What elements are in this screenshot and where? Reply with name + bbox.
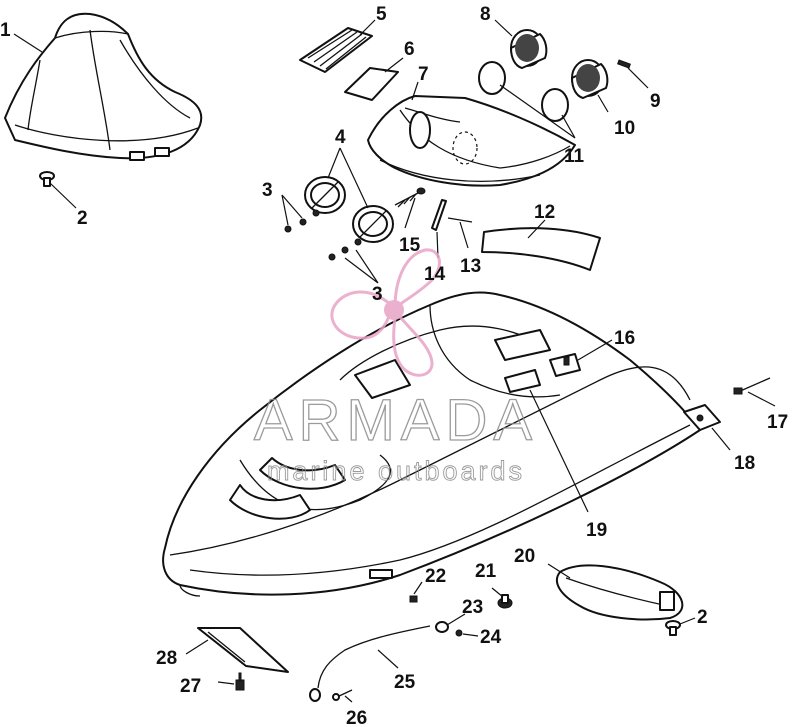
pin-part-26 [332,689,353,701]
callout-20: 20 [514,546,535,567]
callout-21: 21 [475,561,497,582]
cable-part-25 [309,625,431,702]
callout-2: 2 [77,208,88,229]
callout-numbers: 1 2 3 3 4 5 6 7 8 9 10 11 12 13 14 15 16… [0,4,788,727]
latch-plate-part-18 [683,404,721,431]
gauge-part-8 [510,29,548,69]
plate-part-28 [197,627,289,673]
gauge-gasket-part-11a [478,61,506,95]
callout-26: 26 [346,708,367,727]
callout-5: 5 [376,4,387,25]
callout-10: 10 [614,118,635,139]
callout-13: 13 [460,256,481,277]
callout-1: 1 [0,20,11,41]
bolt-part-27 [235,672,245,691]
knob-part-21 [497,594,513,609]
tachometer-part-4b [352,205,394,243]
gauge-part-10 [571,59,609,99]
callout-3: 3 [372,284,383,305]
callout-18: 18 [734,453,755,474]
cable-part-14 [431,199,447,231]
latch-part-17 [733,377,771,395]
callout-16: 16 [614,328,635,349]
callout-27: 27 [180,676,201,697]
bolt-part-16 [549,353,581,377]
callout-11: 11 [564,146,585,167]
cover-plate-part [344,67,399,101]
callout-12: 12 [534,202,555,223]
callout-4: 4 [335,127,346,148]
pin-part-13 [447,217,473,223]
callout-19: 19 [586,520,607,541]
watermark-brand: ARMADA [254,388,538,453]
callout-17: 17 [767,412,788,433]
vent-grille-part [299,27,373,73]
storage-lid-part-20 [555,564,684,621]
callout-25: 25 [394,672,416,693]
callout-2: 2 [697,607,708,628]
callout-22: 22 [425,566,446,587]
windshield-part [4,12,203,161]
leader-lines [13,19,776,703]
screw-part-9 [617,59,631,69]
grommet-part-2a [39,171,55,187]
watermark-logo: ARMADA marine outboards [253,248,538,486]
watermark-tagline: marine outboards [267,456,525,486]
callout-8: 8 [480,4,491,25]
nuts-part-3 [284,209,362,261]
trim-strip-part-12 [481,227,601,271]
nut-part-24 [455,629,463,637]
washer-part-23 [435,621,449,633]
callout-9: 9 [650,91,661,112]
callout-6: 6 [404,39,415,60]
grommet-part-2b [665,620,681,636]
screw-part-22 [409,595,418,603]
speedometer-part-4a [304,176,346,214]
callout-15: 15 [399,235,421,256]
propeller-logo-icon [330,248,441,377]
callout-23: 23 [462,597,483,618]
gauge-gasket-part-11b [541,88,569,122]
switch-part-15 [394,187,426,208]
callout-28: 28 [156,648,177,669]
dash-panel-part [367,95,576,187]
callout-14: 14 [424,264,446,285]
callout-3: 3 [262,180,273,201]
callout-24: 24 [480,627,502,648]
callout-7: 7 [418,64,429,85]
